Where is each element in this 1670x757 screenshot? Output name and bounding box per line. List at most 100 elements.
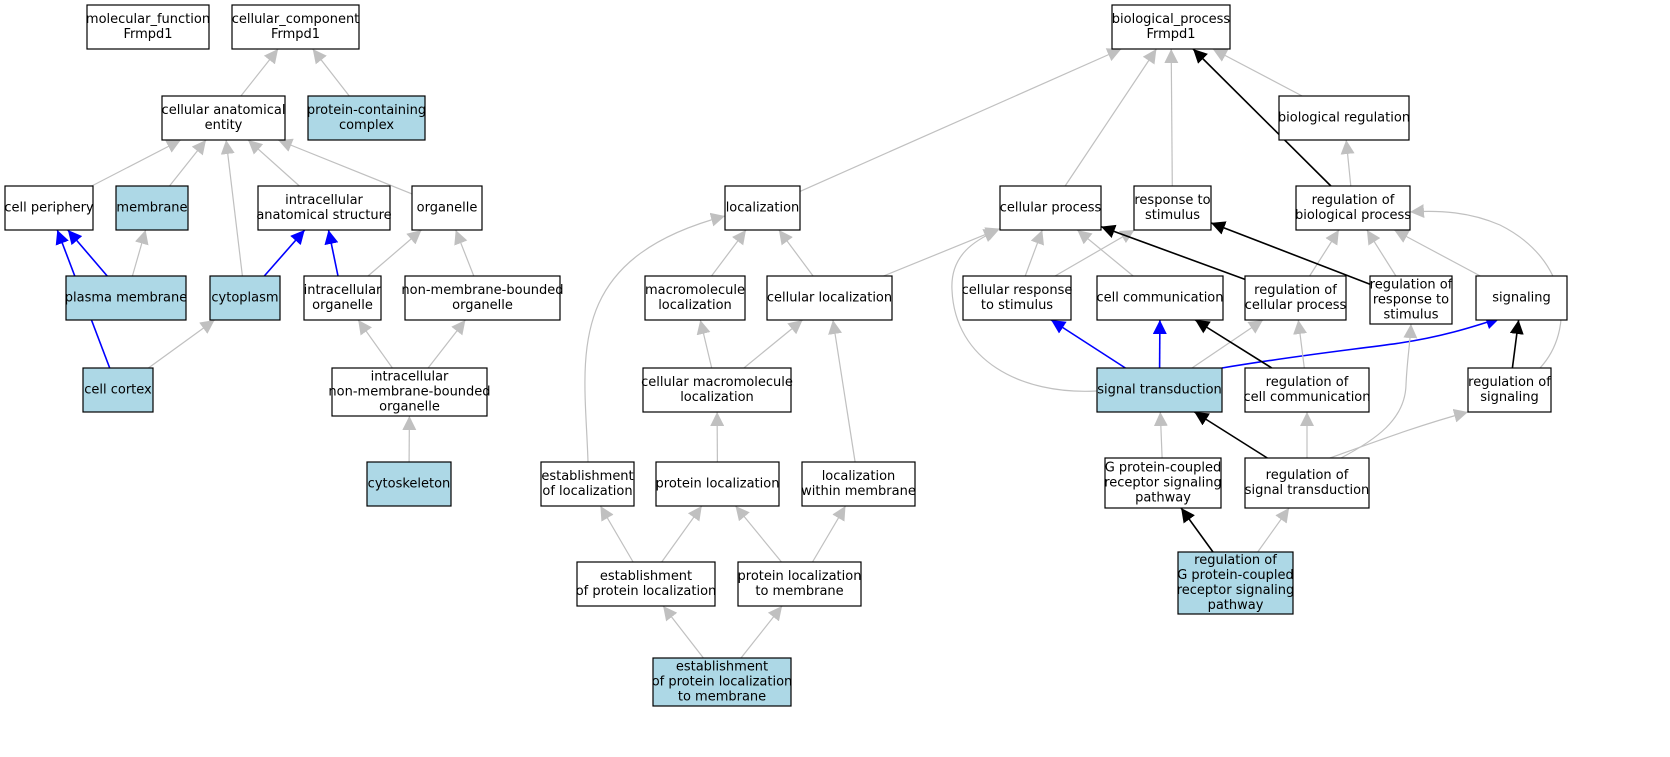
node-inmbo[interactable]: intracellularnon-membrane-boundedorganel… bbox=[328, 367, 491, 417]
edge-rrs-to-rbp bbox=[1366, 229, 1397, 277]
node-protloc[interactable]: protein localization bbox=[655, 461, 780, 507]
edge-rgpcr-to-gpcr bbox=[1180, 507, 1214, 553]
edge-estloc-to-loc bbox=[584, 212, 726, 463]
edge-sig-to-rbp bbox=[1393, 229, 1481, 277]
node-label-line: regulation of bbox=[1312, 193, 1395, 208]
edge-cmloc-to-macloc bbox=[696, 319, 713, 369]
node-cloc[interactable]: cellular localization bbox=[766, 275, 893, 321]
node-box bbox=[307, 95, 426, 141]
edge-ccomm-to-cp bbox=[1076, 229, 1134, 277]
node-label-line: biological process bbox=[1295, 208, 1411, 223]
edge-macloc-to-loc bbox=[711, 229, 747, 277]
node-label-line: biological regulation bbox=[1278, 111, 1410, 126]
edge-cloc-to-cp bbox=[883, 227, 1001, 277]
node-org[interactable]: organelle bbox=[411, 185, 483, 231]
node-breg[interactable]: biological regulation bbox=[1278, 95, 1410, 141]
edge-iorg-to-ias bbox=[324, 229, 339, 277]
edge-pm-to-memb bbox=[131, 229, 149, 277]
node-label-line: molecular_function bbox=[86, 12, 210, 27]
node-sig[interactable]: signaling bbox=[1475, 275, 1568, 321]
node-st[interactable]: signal transduction bbox=[1096, 367, 1223, 413]
node-box bbox=[1177, 551, 1294, 615]
node-loc[interactable]: localization bbox=[724, 185, 801, 231]
node-label-line: pathway bbox=[1135, 491, 1191, 506]
node-cp[interactable]: cellular process bbox=[999, 185, 1102, 231]
node-box bbox=[1475, 275, 1568, 321]
node-cyto[interactable]: cytoplasm bbox=[209, 275, 281, 321]
edge-rts-to-bp bbox=[1164, 48, 1179, 187]
node-box bbox=[801, 461, 916, 507]
node-ccomm[interactable]: cell communication bbox=[1096, 275, 1224, 321]
node-label-line: signal transduction bbox=[1097, 383, 1222, 398]
node-cper[interactable]: cell periphery bbox=[4, 185, 94, 231]
edge-cyto-to-ias bbox=[263, 229, 306, 277]
node-label-line: complex bbox=[339, 118, 394, 133]
edge-rst-to-st bbox=[1193, 411, 1268, 459]
node-label-line: G protein-coupled bbox=[1105, 461, 1222, 476]
node-memb[interactable]: membrane bbox=[115, 185, 189, 231]
node-label-line: to stimulus bbox=[981, 298, 1053, 313]
edge-layer bbox=[55, 48, 1562, 659]
edge-pcc-to-cc bbox=[312, 48, 350, 97]
node-box bbox=[4, 185, 94, 231]
node-label-line: regulation of bbox=[1254, 283, 1337, 298]
node-label-line: cellular process bbox=[1000, 201, 1102, 216]
node-ccor[interactable]: cell cortex bbox=[82, 367, 154, 413]
node-pm[interactable]: plasma membrane bbox=[65, 275, 188, 321]
node-label-line: establishment bbox=[676, 660, 768, 675]
node-box bbox=[366, 461, 452, 507]
edge-inmbo-to-nmbo bbox=[427, 319, 466, 369]
node-box bbox=[65, 275, 187, 321]
node-box bbox=[540, 461, 635, 507]
node-label-line: signaling bbox=[1492, 291, 1551, 306]
node-box bbox=[737, 561, 862, 607]
node-label-line: stimulus bbox=[1383, 308, 1438, 323]
node-label-line: intracellular bbox=[304, 283, 382, 298]
node-label-line: localization bbox=[680, 390, 754, 405]
node-label-line: localization bbox=[726, 201, 800, 216]
edge-rst-to-rsig bbox=[1329, 408, 1469, 459]
node-label-line: entity bbox=[205, 118, 243, 133]
node-cysk[interactable]: cytoskeleton bbox=[366, 461, 452, 507]
edge-loc-to-bp bbox=[799, 48, 1122, 192]
node-label-line: response to bbox=[1373, 293, 1449, 308]
node-label-line: intracellular bbox=[371, 370, 449, 385]
node-box bbox=[766, 275, 893, 321]
edge-rcc-to-ccomm bbox=[1194, 319, 1273, 369]
edge-rbp-to-bp bbox=[1192, 48, 1332, 187]
edge-breg-to-bp bbox=[1212, 48, 1303, 97]
node-label-line: signal transduction bbox=[1245, 483, 1370, 498]
node-box bbox=[411, 185, 483, 231]
edge-locwm-to-cloc bbox=[828, 319, 856, 463]
edge-rgpcr-to-rst bbox=[1257, 507, 1290, 553]
node-label-line: cell periphery bbox=[4, 201, 94, 216]
node-box bbox=[655, 461, 780, 507]
node-label-line: regulation of bbox=[1370, 278, 1453, 293]
node-label-line: response to bbox=[1134, 193, 1210, 208]
